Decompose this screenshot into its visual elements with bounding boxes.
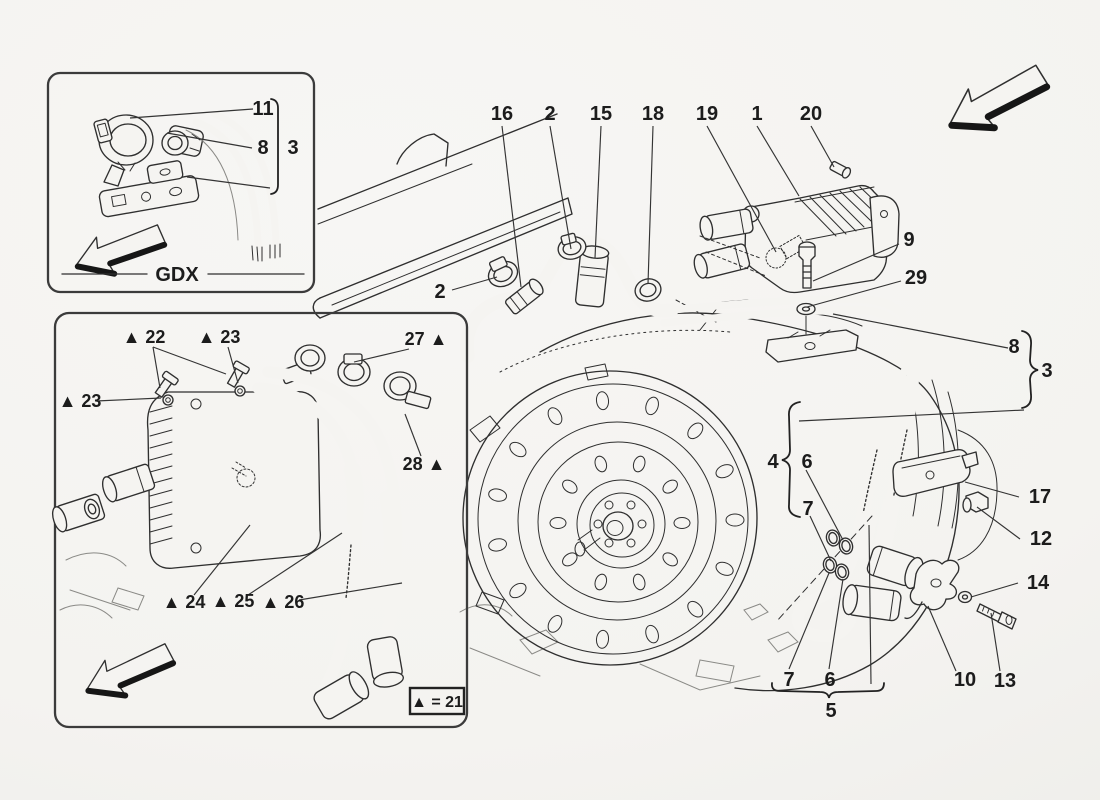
- screws-22-23-drawing: [154, 360, 250, 406]
- callout-8-main: 8: [1008, 336, 1019, 358]
- direction-arrow-cooler: [85, 643, 177, 699]
- clamp-ring-drawing: [93, 114, 154, 187]
- hose-clamp-18-drawing: [634, 278, 662, 302]
- callout-3-main: 3: [1041, 360, 1052, 382]
- leader-lines-cooler: [95, 346, 422, 601]
- callout-12: 12: [1030, 528, 1052, 550]
- direction-arrow-main: [948, 64, 1051, 132]
- pipe-bracket-8-drawing: [765, 315, 859, 363]
- callout-6-upper: 6: [801, 451, 812, 473]
- callout-22: ▲ 22: [123, 327, 166, 347]
- pipes-assembly-drawing: [660, 295, 924, 643]
- callout-25: ▲ 25: [212, 591, 255, 611]
- callout-28: 28 ▲: [403, 454, 446, 474]
- leader-lines-main: [451, 125, 1025, 685]
- gdx-inset: [46, 71, 316, 294]
- callout-10: 10: [954, 669, 976, 691]
- callout-14: 14: [1027, 572, 1050, 594]
- clutch-assembly-drawing: [462, 363, 758, 666]
- callout-20: 20: [800, 103, 822, 125]
- fork-10-drawing: [904, 559, 960, 620]
- brace-3-right: [1021, 330, 1039, 409]
- callout-11: 11: [252, 98, 273, 120]
- callout-8-gdx: 8: [257, 137, 268, 159]
- p-clip-drawing: [161, 125, 204, 157]
- callout-29: 29: [905, 267, 927, 289]
- callout-9: 9: [903, 229, 914, 251]
- callout-15: 15: [590, 103, 612, 125]
- bracket-plate-drawing: [98, 160, 200, 218]
- hose-clamp-2a-drawing: [487, 256, 519, 288]
- brace-4-left: [781, 401, 801, 518]
- bolt-9-drawing: [798, 241, 816, 289]
- callout-17: 17: [1029, 486, 1051, 508]
- clutch-bolt-holes: [488, 391, 745, 649]
- callout-19: 19: [696, 103, 718, 125]
- legend-box: ▲ = 21: [408, 686, 466, 716]
- callout-13: 13: [994, 670, 1016, 692]
- callout-18: 18: [642, 103, 664, 125]
- legend-label: ▲ = 21: [411, 694, 463, 711]
- hose-bracket-17-drawing: [892, 449, 979, 497]
- callout-7-lower: 7: [783, 669, 794, 691]
- gdx-label: GDX: [155, 264, 199, 286]
- oil-cooler-drawing: [51, 391, 322, 569]
- callout-2-top: 2: [544, 103, 555, 125]
- bolt-20-drawing: [829, 160, 852, 179]
- o-rings-6-7-drawing: [822, 529, 854, 581]
- callout-2-side: 2: [434, 281, 445, 303]
- chassis-rail-drawing: [312, 113, 573, 319]
- callout-5: 5: [825, 700, 836, 722]
- clutch-hub-holes: [593, 500, 647, 548]
- cooler-hoses-drawing: [252, 366, 404, 720]
- callout-1: 1: [751, 103, 762, 125]
- pump-unit-drawing: [693, 160, 900, 294]
- plug-12-drawing: [962, 491, 989, 513]
- bracket-3-gdx: [270, 98, 279, 195]
- callout-16: 16: [491, 103, 513, 125]
- callout-23-top: ▲ 23: [198, 327, 241, 347]
- washer-14-drawing: [957, 590, 973, 604]
- cooler-inset: ▲ = 21: [51, 311, 469, 729]
- callout-23-left: ▲ 23: [59, 391, 102, 411]
- callout-27: 27 ▲: [405, 329, 448, 349]
- callout-24: ▲ 24: [163, 592, 206, 612]
- callout-7-upper: 7: [802, 498, 813, 520]
- callout-6-lower: 6: [824, 669, 835, 691]
- bolt-13-drawing: [976, 603, 1017, 630]
- callout-labels: 11 8 3 GDX ▲ 22 ▲ 23 27 ▲ ▲ 23 28 ▲ ▲ 24…: [59, 98, 1053, 722]
- callout-26: ▲ 26: [262, 592, 305, 612]
- leader-lines-gdx: [129, 108, 271, 189]
- union-16-drawing: [505, 278, 544, 315]
- brace-5-bottom: [771, 682, 885, 699]
- callout-3-gdx: 3: [287, 137, 298, 159]
- callout-4: 4: [767, 451, 779, 473]
- hoses-drawing: [185, 110, 281, 262]
- clutch-spring-windows: [549, 455, 691, 591]
